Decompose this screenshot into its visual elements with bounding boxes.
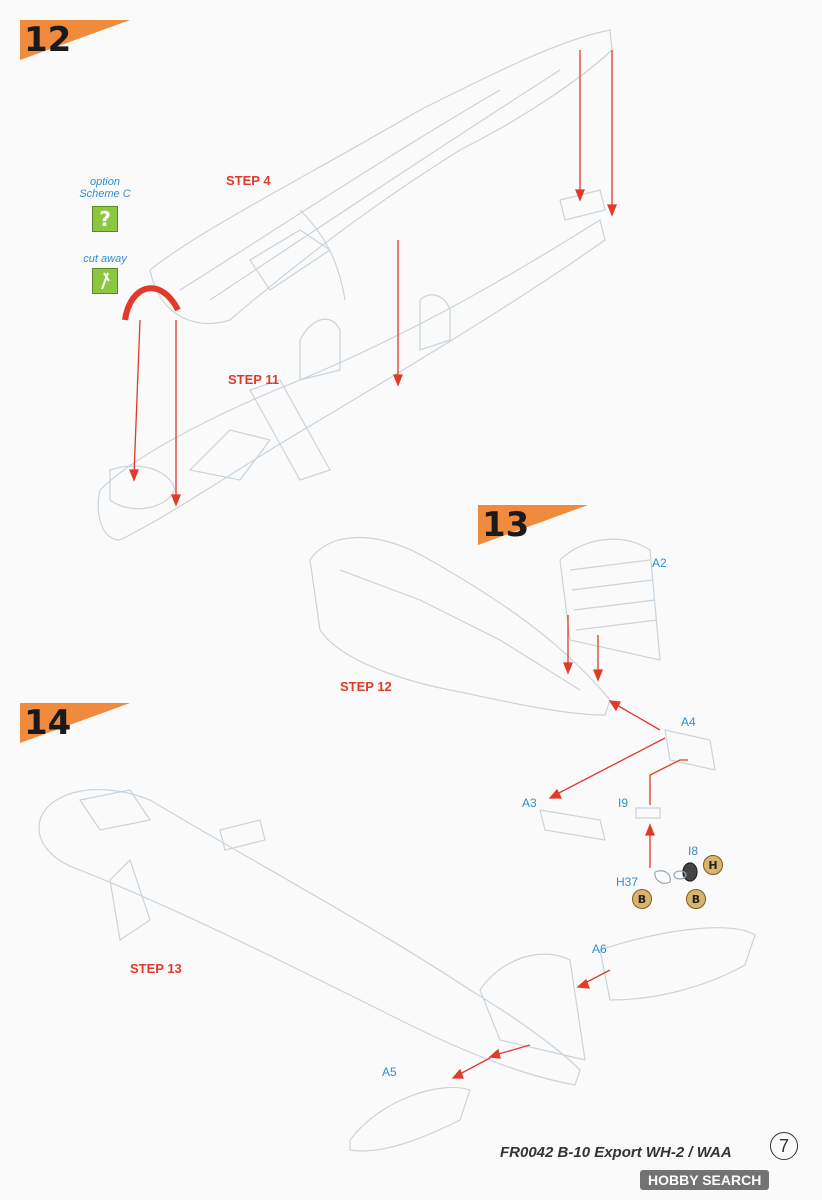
rear-fuselage (309, 537, 716, 841)
part-i9: I9 (618, 796, 629, 810)
part-a3: A3 (522, 796, 537, 810)
step-badge-shape (20, 20, 130, 60)
part-a4: A4 (681, 715, 696, 729)
part-h37: H37 (616, 875, 639, 889)
aircraft-fuselage (38, 789, 756, 1152)
paint-code-b: B (632, 889, 652, 909)
scheme-label: Scheme C (79, 188, 131, 200)
step-number: 12 (24, 20, 72, 60)
assembly-arrows (129, 50, 688, 1079)
step-number: 13 (482, 505, 530, 545)
small-parts (654, 862, 698, 884)
paint-code-b: B (686, 889, 706, 909)
part-i8-piece (682, 862, 698, 882)
watermark: HOBBY SEARCH (640, 1170, 770, 1190)
cutaway-icon (92, 268, 118, 294)
part-a5: A5 (382, 1065, 397, 1079)
step-11-reference: STEP 11 (228, 372, 280, 387)
question-icon: ? (92, 206, 118, 232)
knife-icon (101, 272, 110, 290)
cutaway-label: cut away (83, 253, 127, 265)
fuselage-upper-half (149, 29, 613, 325)
option-text: option Scheme C (70, 176, 140, 200)
step-13-badge: 13 (478, 505, 588, 545)
option-label: option (90, 176, 120, 188)
step-badge-shape (478, 505, 588, 545)
footer-title: FR0042 B-10 Export WH-2 / WAA (500, 1144, 732, 1161)
part-i8: I8 (688, 844, 699, 858)
fuselage-lower-half (97, 219, 606, 541)
step-12-reference: STEP 12 (340, 679, 392, 694)
page-number: 7 (770, 1132, 798, 1160)
part-a6: A6 (592, 942, 607, 956)
step-13-reference: STEP 13 (130, 961, 182, 976)
step-4-reference: STEP 4 (226, 173, 271, 188)
part-a2: A2 (652, 556, 667, 570)
paint-code-h: H (703, 855, 723, 875)
step-badge-shape (20, 703, 130, 743)
step-number: 14 (24, 703, 72, 743)
cutaway-marker (122, 285, 181, 321)
step-12-badge: 12 (20, 20, 130, 60)
step-14-badge: 14 (20, 703, 130, 743)
